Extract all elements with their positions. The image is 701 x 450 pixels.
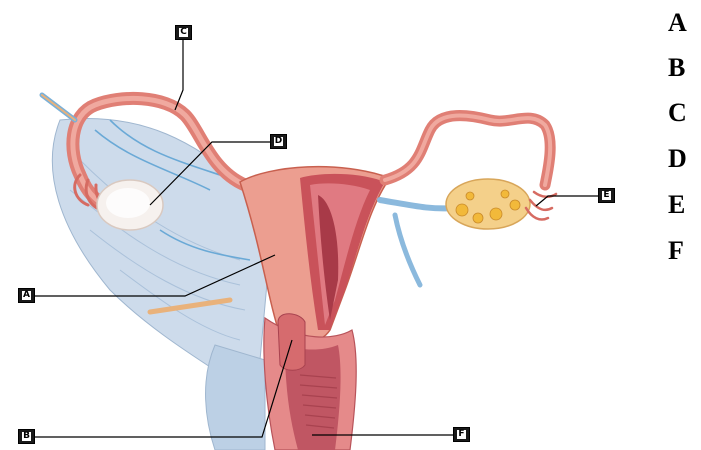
label-a: A bbox=[18, 288, 35, 303]
label-e-text: E bbox=[602, 191, 610, 200]
ovarian-ligament-right bbox=[380, 200, 455, 208]
leader-c bbox=[175, 40, 183, 110]
label-f: F bbox=[453, 427, 470, 442]
label-c-text: C bbox=[179, 28, 188, 37]
key-letter-e: E bbox=[668, 192, 685, 218]
label-d: D bbox=[270, 134, 287, 149]
fallopian-tube-right bbox=[385, 116, 550, 185]
label-b-text: B bbox=[22, 432, 31, 441]
label-e: E bbox=[598, 188, 615, 203]
ligament-lower-fold bbox=[206, 345, 265, 450]
leader-e bbox=[536, 196, 598, 206]
label-d-text: D bbox=[274, 137, 283, 146]
key-letter-c: C bbox=[668, 100, 687, 126]
key-letter-d: D bbox=[668, 146, 687, 172]
label-b: B bbox=[18, 429, 35, 444]
key-letter-b: B bbox=[668, 55, 685, 81]
key-letter-f: F bbox=[668, 238, 684, 264]
broad-ligament-left bbox=[52, 118, 270, 380]
label-f-text: F bbox=[457, 430, 465, 439]
key-letter-a: A bbox=[668, 10, 687, 36]
label-c: C bbox=[175, 25, 192, 40]
label-a-text: A bbox=[22, 291, 31, 300]
